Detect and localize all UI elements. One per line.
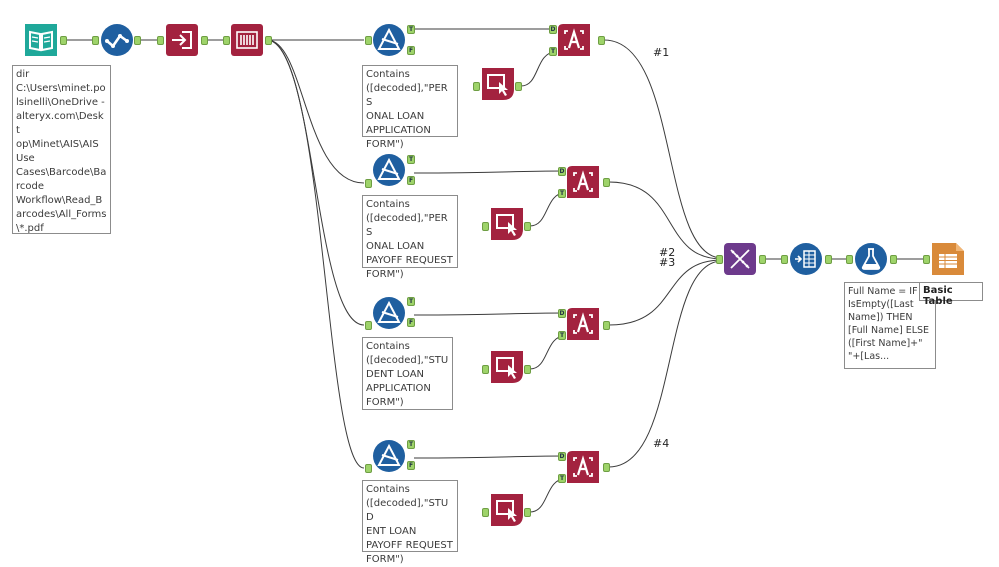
extract-2-data-anchor[interactable]: D <box>558 167 566 176</box>
filter-triangle-icon <box>373 440 405 472</box>
filter-1-annotation: Contains ([decoded],"PERS ONAL LOAN APPL… <box>362 65 458 150</box>
dynamic-input-input-anchor[interactable] <box>157 36 164 45</box>
extract-2-output-anchor[interactable] <box>603 178 610 187</box>
extract-1-data-anchor[interactable]: D <box>549 25 557 34</box>
formula-tool[interactable] <box>854 242 888 276</box>
filter-2-false-anchor[interactable]: F <box>407 176 415 185</box>
filter-2-true-anchor[interactable]: T <box>407 155 415 164</box>
extract-4-output-anchor[interactable] <box>603 463 610 472</box>
filter-4-annotation: Contains ([decoded],"STUD ENT LOAN PAYOF… <box>362 480 458 565</box>
table-input-anchor[interactable] <box>923 255 930 264</box>
dna-icon <box>724 243 756 275</box>
checkmark-wave-icon <box>101 24 133 56</box>
filter-3-input-anchor[interactable] <box>365 321 372 330</box>
filter-1-false-anchor[interactable]: F <box>407 46 415 55</box>
extract-tool-2[interactable] <box>566 165 600 199</box>
filter-triangle-icon <box>373 154 405 186</box>
wire-label-2: #2 <box>659 246 676 259</box>
union-input-anchor[interactable] <box>716 255 723 264</box>
interactive-2-input-anchor[interactable] <box>482 222 489 231</box>
interactive-3-input-anchor[interactable] <box>482 365 489 374</box>
select-input-anchor[interactable] <box>92 36 99 45</box>
union-tool[interactable] <box>723 242 757 276</box>
extract-tool-1[interactable] <box>557 23 591 57</box>
wire-label-1: #1 <box>653 46 670 59</box>
extract-1-output-anchor[interactable] <box>598 36 605 45</box>
interactive-1-output-anchor[interactable] <box>515 82 522 91</box>
open-book-icon <box>25 24 57 56</box>
select-output-anchor[interactable] <box>134 36 141 45</box>
filter-1-input-anchor[interactable] <box>365 36 372 45</box>
crosstab-tool[interactable] <box>789 242 823 276</box>
interactive-tool-3[interactable] <box>490 350 524 384</box>
filter-4-input-anchor[interactable] <box>365 464 372 473</box>
interactive-4-input-anchor[interactable] <box>482 508 489 517</box>
crosstab-output-anchor[interactable] <box>825 255 832 264</box>
formula-output-anchor[interactable] <box>890 255 897 264</box>
extract-2-template-anchor[interactable]: T <box>558 189 566 198</box>
cursor-box-icon <box>491 351 523 383</box>
extract-3-data-anchor[interactable]: D <box>558 309 566 318</box>
filter-3-false-anchor[interactable]: F <box>407 318 415 327</box>
cursor-box-icon <box>491 208 523 240</box>
select-tool[interactable] <box>100 23 134 57</box>
directory-tool[interactable] <box>24 23 58 57</box>
dynamic-input-output-anchor[interactable] <box>201 36 208 45</box>
formula-input-anchor[interactable] <box>846 255 853 264</box>
interactive-tool-1[interactable] <box>481 67 515 101</box>
barcode-output-anchor[interactable] <box>265 36 272 45</box>
interactive-3-output-anchor[interactable] <box>524 365 531 374</box>
interactive-tool-4[interactable] <box>490 493 524 527</box>
filter-tool-1[interactable] <box>372 23 406 57</box>
filter-2-annotation: Contains ([decoded],"PERS ONAL LOAN PAYO… <box>362 195 458 280</box>
extract-tool-4[interactable] <box>566 450 600 484</box>
filter-4-false-anchor[interactable]: F <box>407 461 415 470</box>
crosstab-input-anchor[interactable] <box>781 255 788 264</box>
cursor-box-icon <box>491 494 523 526</box>
interactive-tool-2[interactable] <box>490 207 524 241</box>
barcode-input-anchor[interactable] <box>223 36 230 45</box>
filter-triangle-icon <box>373 24 405 56</box>
union-output-anchor[interactable] <box>759 255 766 264</box>
filter-tool-2[interactable] <box>372 153 406 187</box>
text-extract-icon <box>567 451 599 483</box>
barcode-icon <box>231 24 263 56</box>
barcode-tool[interactable] <box>230 23 264 57</box>
filter-2-input-anchor[interactable] <box>365 179 372 188</box>
directory-annotation: dir C:\Users\minet.po lsinelli\OneDrive … <box>12 65 111 234</box>
filter-1-true-anchor[interactable]: T <box>407 25 415 34</box>
basic-table-icon <box>932 243 964 275</box>
basic-table-label: Basic Table <box>919 282 983 307</box>
wire-label-3: #3 <box>659 256 676 269</box>
extract-tool-3[interactable] <box>566 307 600 341</box>
interactive-1-input-anchor[interactable] <box>473 82 480 91</box>
filter-tool-4[interactable] <box>372 439 406 473</box>
text-extract-icon <box>567 166 599 198</box>
dynamic-input-tool[interactable] <box>165 23 199 57</box>
extract-4-template-anchor[interactable]: T <box>558 474 566 483</box>
extract-3-template-anchor[interactable]: T <box>558 331 566 340</box>
input-arrow-icon <box>166 24 198 56</box>
filter-4-true-anchor[interactable]: T <box>407 440 415 449</box>
filter-triangle-icon <box>373 297 405 329</box>
filter-3-annotation: Contains ([decoded],"STU DENT LOAN APPLI… <box>362 337 453 410</box>
wire-label-4: #4 <box>653 437 670 450</box>
directory-output-anchor[interactable] <box>60 36 67 45</box>
table-split-icon <box>790 243 822 275</box>
filter-tool-3[interactable] <box>372 296 406 330</box>
interactive-4-output-anchor[interactable] <box>524 508 531 517</box>
extract-1-template-anchor[interactable]: T <box>549 47 557 56</box>
extract-3-output-anchor[interactable] <box>603 321 610 330</box>
cursor-box-icon <box>482 68 514 100</box>
text-extract-icon <box>567 308 599 340</box>
flask-icon <box>855 243 887 275</box>
interactive-2-output-anchor[interactable] <box>524 222 531 231</box>
filter-3-true-anchor[interactable]: T <box>407 297 415 306</box>
extract-4-data-anchor[interactable]: D <box>558 452 566 461</box>
text-extract-icon <box>558 24 590 56</box>
basic-table-tool[interactable] <box>931 242 965 276</box>
